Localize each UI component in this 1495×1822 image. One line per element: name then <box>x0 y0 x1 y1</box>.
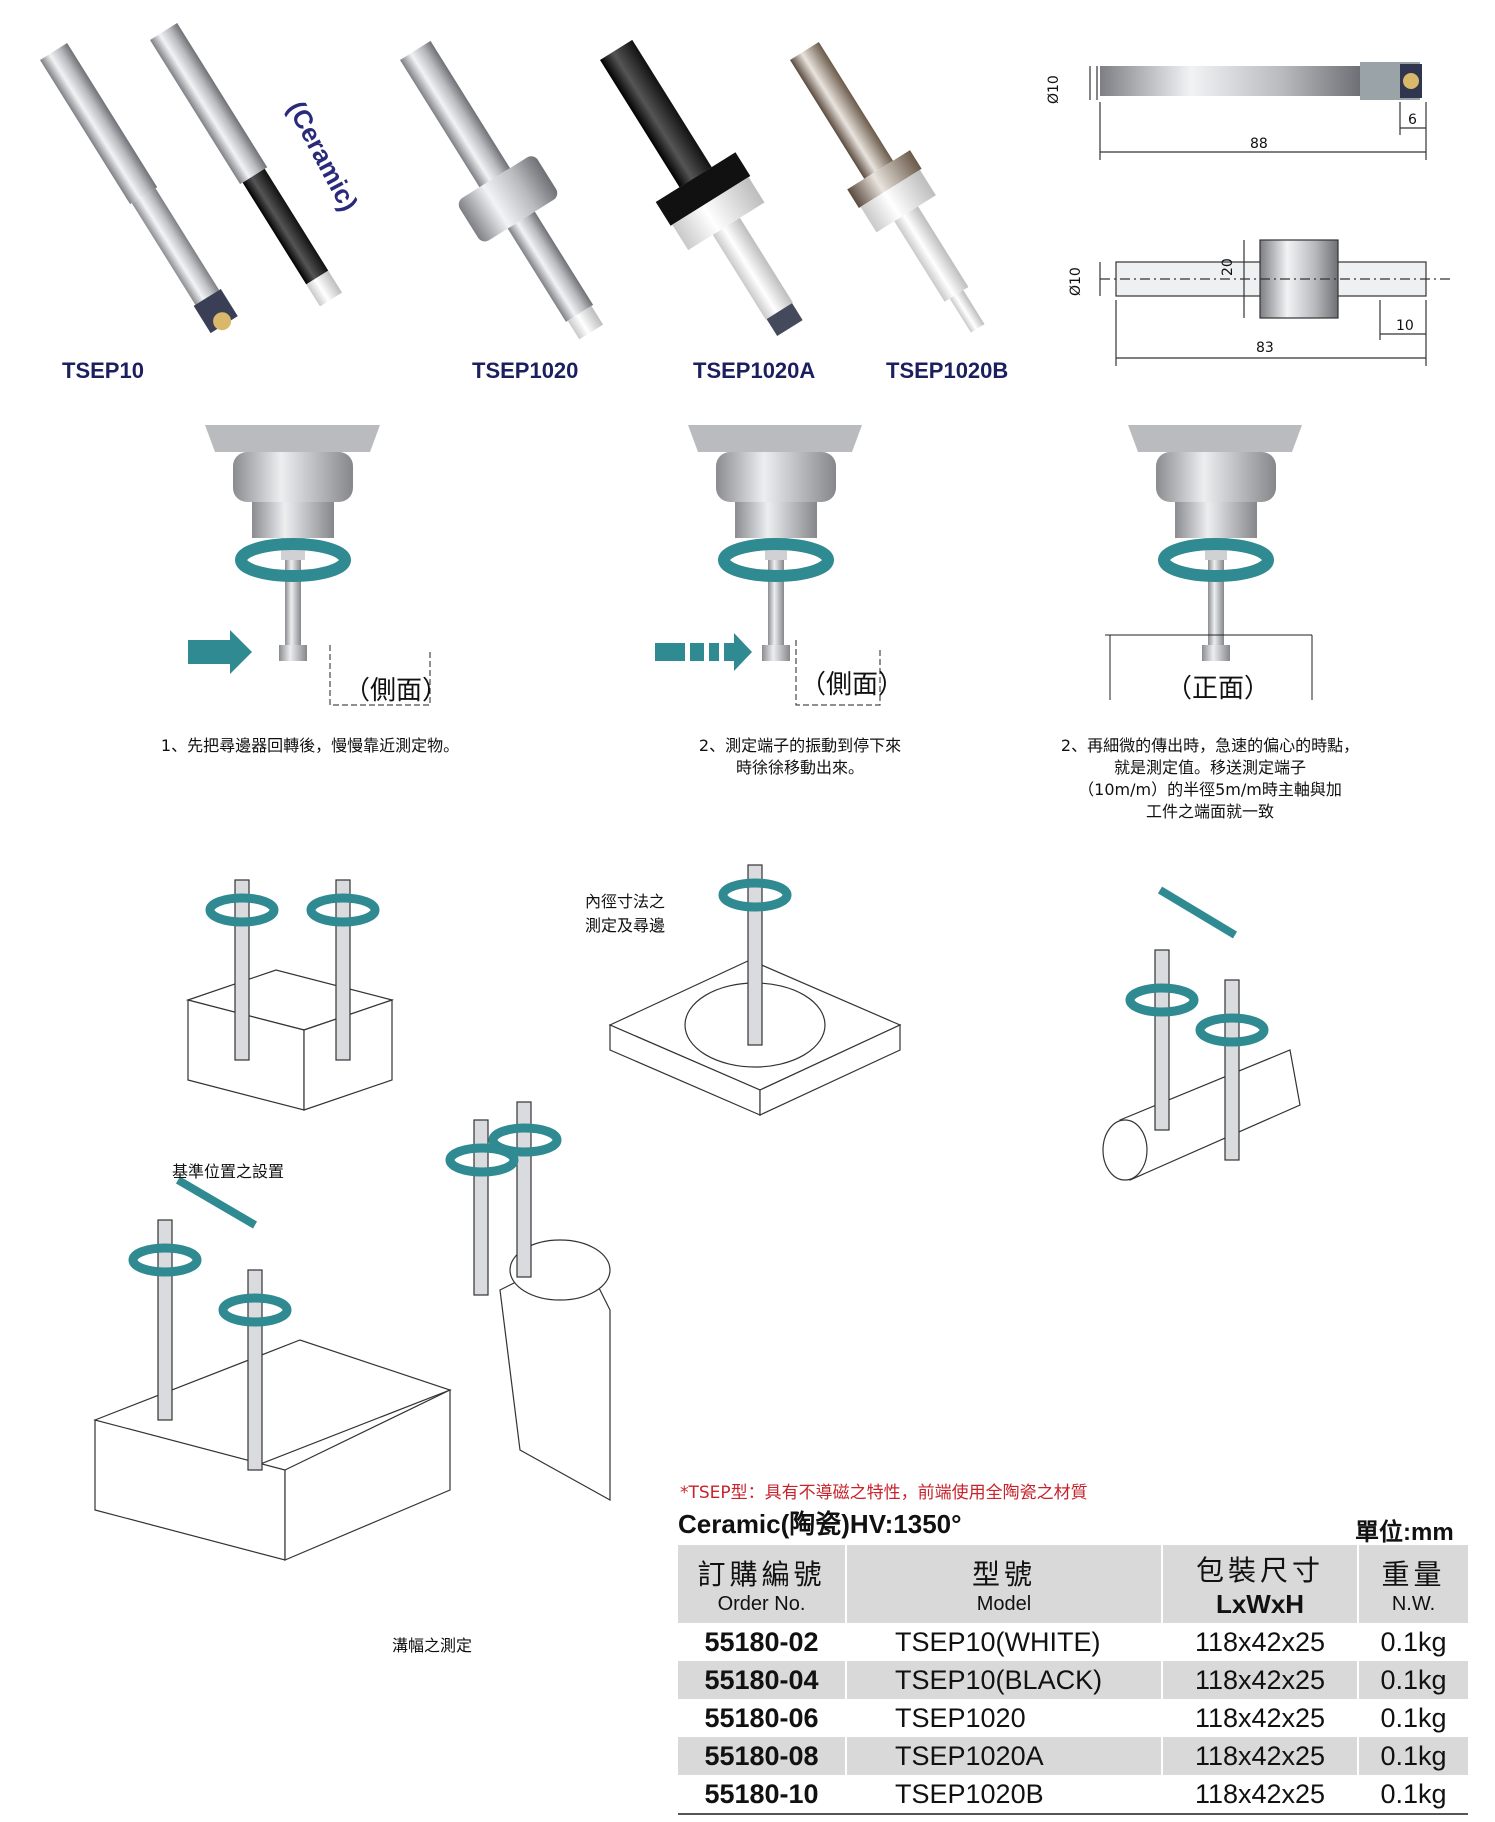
inner-line1: 內徑寸法之 <box>585 892 666 911</box>
size-cell: 118x42x25 <box>1161 1699 1358 1737</box>
dim2-diameter: Ø10 <box>1068 267 1084 296</box>
label-tsep1020b: TSEP1020B <box>886 358 1009 383</box>
order-cell: 55180-02 <box>704 1626 819 1657</box>
header-pack-zh: 包裝尺寸 <box>1195 1553 1324 1587</box>
header-pack-en: LxWxH <box>1215 1588 1305 1619</box>
spindle-step3 <box>1105 425 1313 700</box>
size-cell: 118x42x25 <box>1161 1623 1358 1661</box>
weight-cell: 0.1kg <box>1357 1623 1468 1661</box>
usage-diagrams <box>93 864 1301 1561</box>
tsep1020a-image <box>600 39 803 337</box>
tsep1020-image <box>400 40 604 340</box>
table-row: 55180-02 TSEP10(WHITE) 118x42x25 0.1kg <box>678 1623 1468 1661</box>
tsep10-black-image <box>150 23 343 307</box>
order-cell: 55180-04 <box>678 1661 846 1699</box>
dim1-length: 88 <box>1250 136 1268 152</box>
cylinder-diagram <box>1102 886 1301 1181</box>
inner-diameter-diagram <box>608 864 902 1116</box>
step3-line4: 工件之端面就一致 <box>1145 802 1274 821</box>
step3-line2: 就是測定值。移送測定端子 <box>1113 758 1306 777</box>
tsep1020b-image <box>790 41 985 333</box>
model-cell: TSEP1020A <box>845 1737 1162 1775</box>
dim1-diameter: Ø10 <box>1046 75 1062 104</box>
dim2-length: 83 <box>1256 340 1274 356</box>
label-side-view-2: （側面） <box>800 670 905 700</box>
dimension-drawing-tsep1020 <box>1099 239 1450 366</box>
dim1-tip: 6 <box>1408 112 1417 128</box>
label-tsep10: TSEP10 <box>62 358 144 383</box>
spindle-step2 <box>655 425 881 706</box>
spindle-step1 <box>188 425 431 706</box>
size-cell: 118x42x25 <box>1161 1661 1358 1699</box>
step2-caption: 2、測定端子的振動到停下來 時徐徐移動出來。 <box>620 735 980 779</box>
label-front-view: （正面） <box>1166 674 1271 704</box>
groove-diagram <box>93 1176 452 1561</box>
header-model-en: Model <box>976 1592 1032 1615</box>
dim2-flange: 20 <box>1220 258 1236 276</box>
tube-diagram <box>445 1101 611 1502</box>
step3-line1: 2、再細微的傳出時，急速的偏心的時點， <box>1060 736 1360 755</box>
label-side-view-1: （側面） <box>344 676 449 706</box>
header-order-en: Order No. <box>717 1592 806 1615</box>
label-groove-measure: 溝幅之測定 <box>392 1636 473 1655</box>
step-diagrams <box>188 425 1313 706</box>
size-cell: 118x42x25 <box>1161 1737 1358 1775</box>
step3-caption: 2、再細微的傳出時，急速的偏心的時點， 就是測定值。移送測定端子 （10m/m）… <box>1000 735 1420 823</box>
step3-line3: （10m/m）的半徑5m/m時主軸與加 <box>1078 780 1342 799</box>
step2-line2: 時徐徐移動出來。 <box>735 758 864 777</box>
header-model-zh: 型號 <box>971 1557 1036 1591</box>
order-cell: 55180-08 <box>678 1737 846 1775</box>
reference-block-diagram <box>185 879 395 1111</box>
model-cell: TSEP10(WHITE) <box>845 1623 1162 1661</box>
header-nw-zh: 重量 <box>1381 1557 1446 1591</box>
table-row: 55180-06 TSEP1020 118x42x25 0.1kg <box>678 1699 1468 1737</box>
step2-line1: 2、測定端子的振動到停下來 <box>698 736 902 755</box>
label-inner-diameter: 內徑寸法之 測定及尋邊 <box>585 888 665 936</box>
weight-cell: 0.1kg <box>1357 1737 1468 1775</box>
weight-cell: 0.1kg <box>1357 1661 1468 1699</box>
table-row: 55180-10 TSEP1020B 118x42x25 0.1kg <box>678 1775 1468 1815</box>
model-cell: TSEP10(BLACK) <box>845 1661 1162 1699</box>
step1-caption: 1、先把尋邊器回轉後，慢慢靠近測定物。 <box>160 736 460 755</box>
header-order-zh: 訂購編號 <box>697 1557 826 1591</box>
tsep10-silver-image <box>39 43 238 334</box>
hv-title: Ceramic(陶瓷)HV:1350° <box>678 1509 962 1539</box>
label-reference-position: 基準位置之設置 <box>172 1162 285 1181</box>
size-cell: 118x42x25 <box>1161 1775 1358 1815</box>
table-row: 55180-08 TSEP1020A 118x42x25 0.1kg <box>678 1737 1468 1775</box>
unit-label: 單位:mm <box>1355 1519 1454 1546</box>
order-cell: 55180-06 <box>704 1702 819 1733</box>
tsep-note: *TSEP型：具有不導磁之特性，前端使用全陶瓷之材質 <box>680 1483 1088 1503</box>
table-row: 55180-04 TSEP10(BLACK) 118x42x25 0.1kg <box>678 1661 1468 1699</box>
label-tsep1020: TSEP1020 <box>472 358 579 383</box>
dim2-tip: 10 <box>1396 318 1414 334</box>
dimension-drawing-tsep10 <box>1089 62 1427 160</box>
label-tsep1020a: TSEP1020A <box>693 358 816 383</box>
header-nw-en: N.W. <box>1391 1592 1436 1615</box>
model-cell: TSEP1020B <box>845 1775 1162 1815</box>
inner-line2: 測定及尋邊 <box>585 916 666 935</box>
order-cell: 55180-10 <box>678 1775 846 1815</box>
weight-cell: 0.1kg <box>1357 1699 1468 1737</box>
model-cell: TSEP1020 <box>845 1699 1162 1737</box>
weight-cell: 0.1kg <box>1357 1775 1468 1815</box>
product-photos <box>39 23 1450 366</box>
